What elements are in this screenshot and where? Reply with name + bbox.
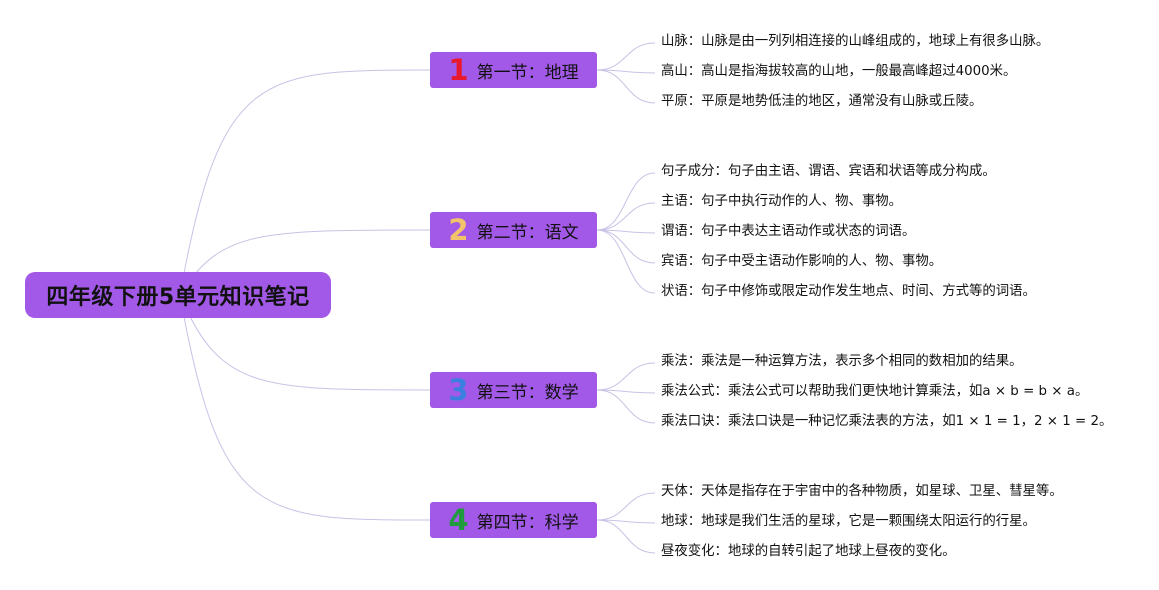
leaf-topic[interactable]: 状语：句子中修饰或限定动作发生地点、时间、方式等的词语。 <box>661 284 1036 299</box>
section-to-leaf-connector <box>596 389 656 394</box>
leaf-topic[interactable]: 宾语：句子中受主语动作影响的人、物、事物。 <box>661 254 943 269</box>
section-label: 第一节：地理 <box>476 62 579 83</box>
section-to-leaf-connector <box>596 42 656 71</box>
leaf-topic[interactable]: 句子成分：句子由主语、谓语、宾语和状语等成分构成。 <box>661 164 996 179</box>
section-to-leaf-connector <box>596 229 656 294</box>
leaf-topic[interactable]: 谓语：句子中表达主语动作或状态的词语。 <box>661 224 916 239</box>
section-label: 第四节：科学 <box>476 512 579 533</box>
leaf-topic[interactable]: 地球：地球是我们生活的星球，它是一颗围绕太阳运行的行星。 <box>661 514 1036 529</box>
section-to-leaf-connector <box>596 389 656 424</box>
section-to-leaf-connector <box>596 519 656 554</box>
section-label: 第二节：语文 <box>476 222 579 243</box>
leaf-topic[interactable]: 高山：高山是指海拔较高的山地，一般最高峰超过4000米。 <box>661 64 1017 79</box>
leaf-topic[interactable]: 昼夜变化：地球的自转引起了地球上昼夜的变化。 <box>661 544 956 559</box>
leaf-topic[interactable]: 乘法公式：乘法公式可以帮助我们更快地计算乘法，如a × b = b × a。 <box>661 384 1089 399</box>
leaf-topic[interactable]: 平原：平原是地势低洼的地区，通常没有山脉或丘陵。 <box>661 94 983 109</box>
section-to-leaf-connector <box>596 202 656 231</box>
section-to-leaf-connector <box>596 362 656 391</box>
root-topic[interactable]: 四年级下册5单元知识笔记 <box>25 272 331 318</box>
section-to-leaf-connector <box>596 229 656 234</box>
section-to-leaf-connector <box>596 69 656 74</box>
section-2-chinese[interactable]: 2 第二节：语文 <box>430 212 597 248</box>
section-to-leaf-connector <box>596 519 656 524</box>
leaf-topic[interactable]: 主语：句子中执行动作的人、物、事物。 <box>661 194 903 209</box>
section-to-leaf-connector <box>596 172 656 231</box>
section-label: 第三节：数学 <box>476 382 579 403</box>
section-to-leaf-connector <box>596 69 656 104</box>
section-to-leaf-connector <box>596 229 656 264</box>
root-to-section-connector <box>179 294 431 521</box>
leaf-topic[interactable]: 山脉：山脉是由一列列相连接的山峰组成的，地球上有很多山脉。 <box>661 34 1050 49</box>
root-to-section-connector <box>179 69 431 296</box>
section-number-badge: 1 <box>448 52 469 87</box>
leaf-topic[interactable]: 乘法口诀：乘法口诀是一种记忆乘法表的方法，如1 × 1 = 1，2 × 1 = … <box>661 414 1113 429</box>
section-4-science[interactable]: 4 第四节：科学 <box>430 502 597 538</box>
section-to-leaf-connector <box>596 492 656 521</box>
leaf-topic[interactable]: 天体：天体是指存在于宇宙中的各种物质，如星球、卫星、彗星等。 <box>661 484 1063 499</box>
root-topic-label: 四年级下册5单元知识笔记 <box>46 285 310 310</box>
section-number-badge: 4 <box>448 502 469 537</box>
section-3-math[interactable]: 3 第三节：数学 <box>430 372 597 408</box>
section-1-geography[interactable]: 1 第一节：地理 <box>430 52 597 88</box>
leaf-topic[interactable]: 乘法：乘法是一种运算方法，表示多个相同的数相加的结果。 <box>661 354 1023 369</box>
section-number-badge: 3 <box>448 372 469 407</box>
root-to-section-connector <box>179 294 431 391</box>
section-number-badge: 2 <box>448 212 469 247</box>
